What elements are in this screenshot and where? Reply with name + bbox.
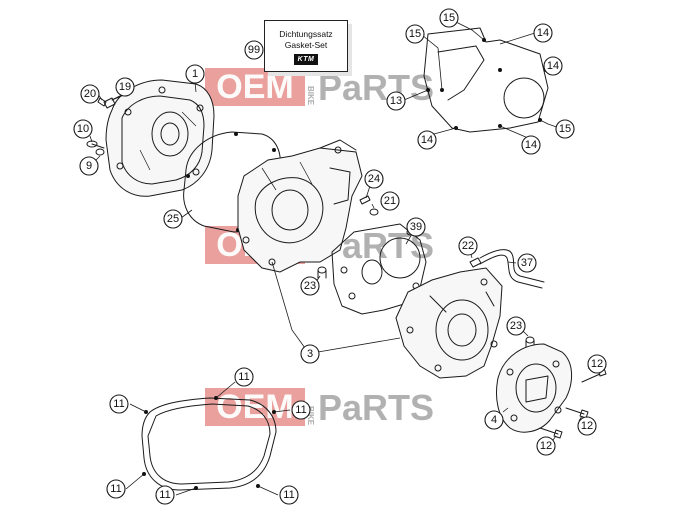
watermark-parts-text: PaRTS	[318, 67, 434, 108]
callout-15-c: 15	[555, 119, 575, 139]
callout-label: 9	[86, 160, 92, 172]
callout-label: 4	[491, 414, 497, 426]
callout-1: 1	[185, 64, 205, 84]
callout-11-e: 11	[155, 485, 175, 505]
callout-label: 12	[581, 420, 593, 432]
callout-label: 20	[84, 88, 96, 100]
watermark-bottom: OEM BIKE PaRTS	[205, 387, 434, 428]
callout-39: 39	[406, 217, 426, 237]
callout-12-a: 12	[587, 354, 607, 374]
callout-label: 15	[559, 123, 571, 135]
callout-label: 24	[368, 173, 380, 185]
callout-label: 11	[159, 489, 170, 501]
callout-label: 1	[192, 68, 198, 80]
callout-label: 12	[591, 358, 603, 370]
callout-label: 11	[283, 489, 294, 501]
callout-label: 12	[540, 440, 552, 452]
nipple-22	[469, 257, 482, 268]
callout-14-b: 14	[543, 56, 563, 76]
callout-22: 22	[458, 236, 478, 256]
callout-15-a: 15	[439, 8, 459, 28]
callout-24: 24	[364, 169, 384, 189]
callout-label: 21	[384, 195, 396, 207]
callout-label: 11	[110, 483, 121, 495]
screw-10	[86, 140, 105, 149]
ignition-cover	[105, 79, 215, 197]
callout-14-a: 14	[533, 23, 553, 43]
callout-label: 11	[295, 404, 306, 416]
screw-12-c	[539, 427, 563, 439]
screw-24	[359, 195, 371, 205]
washer-9	[95, 148, 105, 156]
callout-37: 37	[517, 253, 537, 273]
callout-4: 4	[484, 410, 504, 430]
callout-11-d: 11	[106, 479, 126, 499]
screw-12-b	[565, 407, 589, 419]
screw-20	[97, 97, 107, 107]
callout-11-f: 11	[279, 485, 299, 505]
callout-label: 10	[77, 123, 89, 135]
cover-4	[496, 343, 572, 433]
callout-14-d: 14	[417, 130, 437, 150]
callout-19: 19	[115, 77, 135, 97]
washer-21	[369, 208, 379, 216]
callout-11-a: 11	[109, 394, 129, 414]
callout-label: 19	[119, 81, 131, 93]
callout-11-c: 11	[291, 400, 311, 420]
callout-label: 11	[238, 371, 249, 383]
callout-label: 23	[510, 320, 522, 332]
gasket-set-line1: Dichtungssatz	[279, 29, 333, 39]
callout-23-lower: 23	[506, 316, 526, 336]
callout-25: 25	[163, 209, 183, 229]
callout-label: 39	[410, 221, 422, 233]
watermark-bike-text: BIKE	[306, 406, 315, 426]
callout-10: 10	[73, 119, 93, 139]
watermark-oem-text: OEM	[216, 388, 293, 426]
callout-label: 23	[304, 280, 316, 292]
callout-20: 20	[80, 84, 100, 104]
crankcase-right	[395, 267, 503, 379]
callout-12-b: 12	[577, 416, 597, 436]
callout-label: 14	[537, 27, 549, 39]
callout-21: 21	[380, 191, 400, 211]
callout-15-b: 15	[405, 24, 425, 44]
callout-23-upper: 23	[300, 276, 320, 296]
watermark-parts-text: PaRTS	[318, 387, 434, 428]
gasket-cylinder-top	[423, 27, 549, 133]
callout-label: 14	[547, 60, 559, 72]
callout-13: 13	[386, 91, 406, 111]
callout-label: 22	[462, 240, 474, 252]
hose-37	[479, 249, 545, 289]
callout-14-c: 14	[521, 135, 541, 155]
gasket-set-line2: Gasket-Set	[284, 40, 328, 50]
callout-3: 3	[300, 344, 320, 364]
ktm-logo: KTM	[293, 54, 319, 65]
callout-label: 3	[307, 348, 313, 360]
callout-label: 15	[409, 28, 421, 40]
callout-label: 15	[443, 12, 455, 24]
callout-99: 99	[244, 40, 264, 60]
callout-12-c: 12	[536, 436, 556, 456]
callout-label: 11	[113, 398, 124, 410]
watermark-bike-text: BIKE	[306, 86, 315, 106]
callout-label: 37	[521, 257, 533, 269]
callout-label: 13	[390, 95, 402, 107]
callout-label: 25	[167, 213, 179, 225]
watermark-oem-text: OEM	[216, 68, 293, 106]
callout-label: 14	[421, 134, 433, 146]
callout-label: 99	[248, 44, 260, 56]
callout-label: 14	[525, 139, 537, 151]
watermark-top: OEM BIKE PaRTS	[205, 67, 434, 108]
callout-11-b: 11	[234, 367, 254, 387]
crankcase-left	[237, 139, 363, 273]
callout-9: 9	[79, 156, 99, 176]
gasket-set-box: Dichtungssatz Gasket-Set KTM	[264, 20, 348, 72]
dowel-23-upper	[317, 266, 327, 279]
